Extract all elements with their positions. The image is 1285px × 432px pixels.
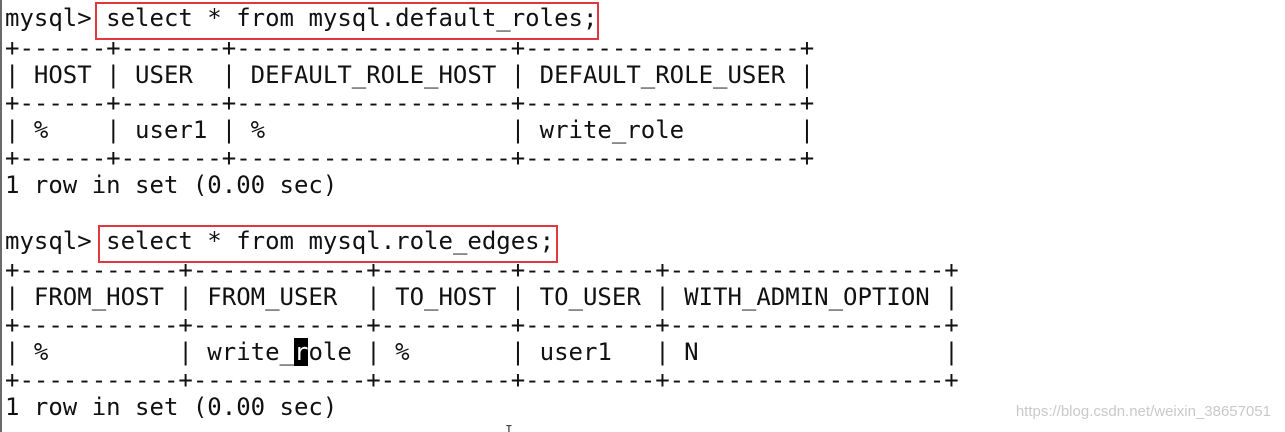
table-border-top: +-----------+------------+---------+----…	[5, 256, 959, 284]
table-border-mid: +-----------+------------+---------+----…	[5, 311, 959, 339]
table-border-bottom: +------+-------+-------------------+----…	[5, 144, 815, 172]
result-summary: 1 row in set (0.00 sec)	[5, 171, 338, 199]
result-summary: 1 row in set (0.00 sec)	[5, 393, 338, 421]
mysql-prompt: mysql>	[5, 227, 107, 255]
window-edge	[0, 0, 2, 432]
text-cursor: r	[293, 338, 309, 366]
table-border-bottom: +-----------+------------+---------+----…	[5, 366, 959, 394]
command-highlight-box	[98, 225, 558, 263]
command-line-2: mysql> select * from mysql.role_edges;	[5, 227, 554, 255]
table-border-mid: +------+-------+-------------------+----…	[5, 89, 815, 117]
row-text-before-cursor: | % | write_	[5, 338, 294, 366]
sql-command: select * from mysql.default_roles;	[106, 4, 598, 32]
command-highlight-box	[95, 2, 599, 40]
watermark-text: https://blog.csdn.net/weixin_38657051	[1015, 403, 1271, 420]
sql-command: select * from mysql.role_edges;	[106, 227, 555, 255]
table-border-top: +------+-------+-------------------+----…	[5, 34, 815, 62]
table-data-row: | % | write_role | % | user1 | N |	[5, 338, 959, 366]
command-line-1: mysql> select * from mysql.default_roles…	[5, 4, 597, 32]
table-header-row: | HOST | USER | DEFAULT_ROLE_HOST | DEFA…	[5, 61, 815, 89]
table-data-row: | % | user1 | % | write_role |	[5, 116, 815, 144]
mouse-ibeam-icon: I	[505, 424, 513, 432]
row-text-after-cursor: ole | % | user1 | N |	[308, 338, 959, 366]
table-header-row: | FROM_HOST | FROM_USER | TO_HOST | TO_U…	[5, 283, 959, 311]
mysql-prompt: mysql>	[5, 4, 107, 32]
